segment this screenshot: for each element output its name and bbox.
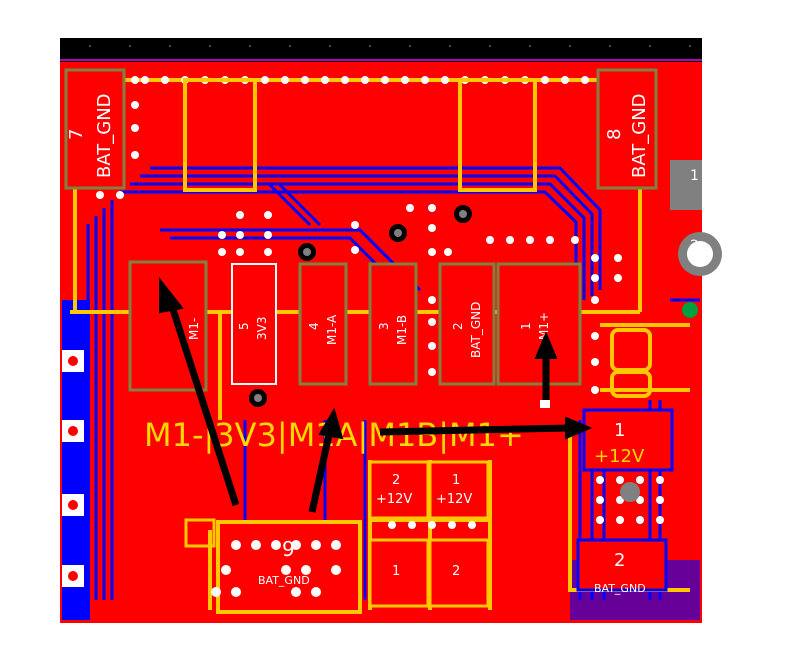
large-vias (249, 205, 472, 407)
pin5-net: 3V3 (255, 317, 269, 340)
pin5-number: 5 (237, 322, 251, 330)
pin7-number: 7 (66, 129, 87, 140)
pad-2-net: +12V (376, 492, 412, 507)
pin2-net: BAT_GND (469, 302, 483, 358)
pin7-net-label: BAT_GND (94, 93, 115, 178)
right-pin2-net: BAT_GND (594, 582, 646, 595)
annotation-arrows (159, 277, 593, 513)
pin3-pad[interactable]: 3 M1-B (368, 262, 418, 386)
pin1-net: M1+ (537, 312, 551, 340)
pin2-number: 2 (451, 322, 465, 330)
grid-dots (89, 45, 691, 47)
left-edge-vias (62, 350, 84, 587)
pin4-net: M1-A (325, 314, 339, 345)
bottom-pad-2: 2 (452, 564, 460, 579)
pin1-pad[interactable]: 1 M1+ (496, 262, 582, 386)
via-holes (96, 76, 664, 529)
pin7-pad[interactable]: BAT_GND 7 (64, 68, 126, 190)
right-side-components (576, 328, 674, 592)
right-edge-digit-1: 1 (690, 168, 699, 184)
right-pin2-number: 2 (614, 550, 625, 571)
pin1-number: 1 (519, 322, 533, 330)
pin4-pad[interactable]: 4 M1-A (298, 262, 348, 386)
component-9[interactable]: 9 BAT_GND (184, 518, 362, 614)
pin8-net-label: BAT_GND (629, 93, 650, 178)
pad-2-number: 2 (392, 473, 400, 488)
pin-m1minus-net: M1- (187, 318, 201, 340)
right-pin1-pad[interactable]: 1 +12V (594, 420, 645, 467)
pad-1-net: +12V (436, 492, 472, 507)
pin3-number: 3 (377, 322, 391, 330)
pin3-net: M1-B (395, 315, 409, 345)
arrow-tail-marker (540, 400, 550, 408)
pin8-pad[interactable]: BAT_GND 8 (596, 68, 658, 190)
pin4-number: 4 (307, 322, 321, 330)
pad-12v-pair[interactable]: 2 +12V 1 +12V (368, 460, 490, 520)
bottom-pad-1: 1 (392, 564, 400, 579)
pad-1-number: 1 (452, 473, 460, 488)
component-9-net: BAT_GND (258, 574, 310, 587)
mount-hole (620, 482, 640, 502)
right-pin1-net: +12V (594, 446, 645, 467)
bottom-pad-pair[interactable]: 1 2 (368, 538, 490, 608)
right-edge-digit-2: 2 (690, 238, 699, 254)
pin2-pad[interactable]: 2 BAT_GND (438, 262, 496, 386)
right-pin2-pad[interactable]: 2 BAT_GND (594, 550, 646, 595)
connector-blocks (183, 78, 537, 192)
board-top-strip (60, 38, 702, 62)
pin8-number: 8 (604, 129, 625, 140)
pin5-pad[interactable]: 5 3V3 (231, 263, 277, 385)
right-edge-pads: 1 2 (670, 160, 722, 318)
right-pin1-number: 1 (614, 420, 625, 441)
component-9-number: 9 (282, 537, 295, 561)
